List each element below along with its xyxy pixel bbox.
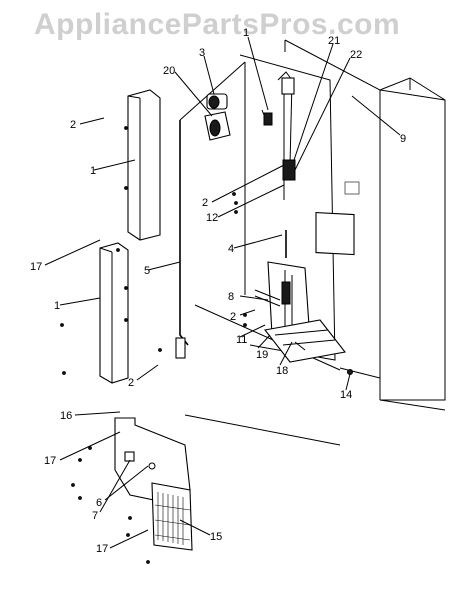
callout-9: 9 (400, 133, 406, 145)
callout-1-lower: 1 (54, 300, 60, 312)
callout-21: 21 (328, 35, 340, 47)
callout-12: 12 (206, 212, 218, 224)
watermark-logo: AppliancePartsPros.com (34, 8, 401, 41)
lower-mechanism (254, 261, 353, 375)
leader-lines (44, 36, 401, 549)
callout-15: 15 (210, 531, 222, 543)
callout-1-upper: 1 (90, 165, 96, 177)
panel-1-lower (99, 242, 129, 384)
part-20-assembly (204, 93, 231, 141)
callout-4: 4 (228, 243, 234, 255)
screws (60, 126, 247, 564)
cabinet-shell (184, 39, 446, 446)
callout-8: 8 (228, 291, 234, 303)
callout-5: 5 (144, 265, 150, 277)
callout-2-middle: 2 (202, 197, 208, 209)
callout-3: 3 (199, 47, 205, 59)
callout-16: 16 (60, 410, 72, 422)
callout-7: 7 (92, 510, 98, 522)
callout-14: 14 (340, 389, 352, 401)
callout-17-middle: 17 (44, 455, 56, 467)
callout-22: 22 (350, 49, 362, 61)
callout-2-top: 2 (70, 119, 76, 131)
callout-17-bottom: 17 (96, 543, 108, 555)
callout-11: 11 (236, 334, 247, 346)
callout-17-left: 17 (30, 261, 42, 273)
bracket-bottom (175, 337, 186, 359)
tube-assembly (261, 71, 296, 258)
callout-6: 6 (96, 497, 102, 509)
callout-19: 19 (256, 349, 268, 361)
callout-labels: 2 1 17 1 5 3 20 2 12 4 1 21 22 9 8 2 11 … (30, 27, 406, 555)
callout-18: 18 (276, 365, 288, 377)
grille-part-15 (151, 482, 193, 551)
liner-panel-5 (175, 61, 246, 359)
callout-2-lower: 2 (230, 311, 236, 323)
callout-2-bottom: 2 (128, 377, 134, 389)
label-small (344, 181, 360, 195)
callout-20: 20 (163, 65, 175, 77)
panel-1-upper (127, 89, 161, 241)
callout-1-top: 1 (243, 27, 249, 39)
label-plate (315, 211, 355, 256)
